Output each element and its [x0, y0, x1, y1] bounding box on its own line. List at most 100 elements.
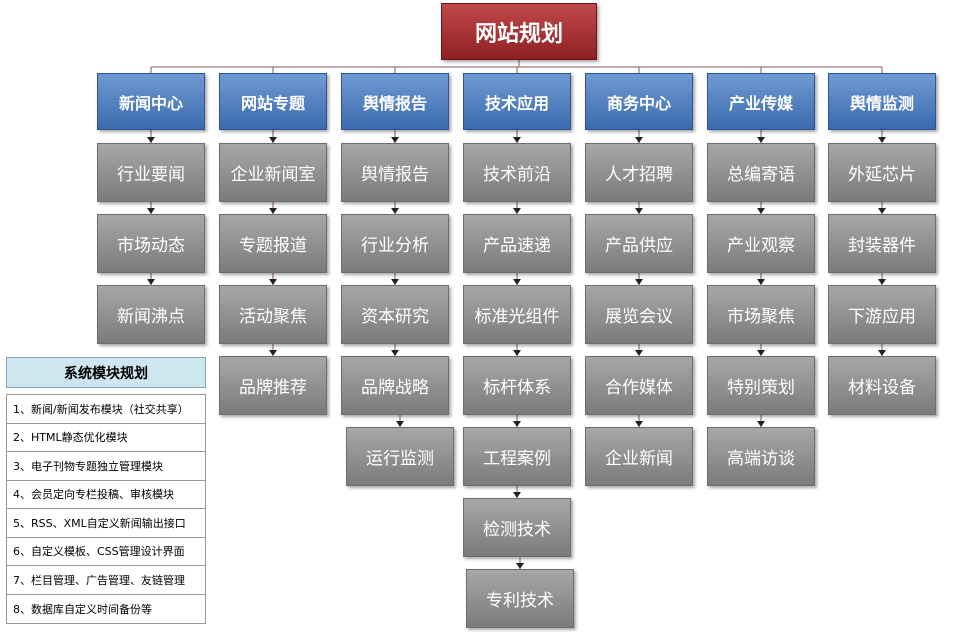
arrow-head	[757, 279, 765, 285]
legend-item: 7、栏目管理、广告管理、友链管理	[7, 566, 205, 595]
leaf-node: 专题报道	[219, 214, 327, 273]
leaf-node: 封装器件	[828, 214, 936, 273]
leaf-node: 专利技术	[466, 569, 574, 628]
leaf-label: 外延芯片	[848, 165, 916, 185]
leaf-label: 市场动态	[117, 236, 185, 256]
leaf-node: 舆情报告	[341, 143, 449, 202]
leaf-node: 材料设备	[828, 356, 936, 415]
arrow-head	[635, 208, 643, 214]
category-node: 技术应用	[463, 73, 571, 130]
leaf-node: 新闻沸点	[97, 285, 205, 344]
category-label: 技术应用	[484, 93, 549, 113]
leaf-node: 行业要闻	[97, 143, 205, 202]
category-label: 商务中心	[606, 93, 671, 113]
leaf-node: 外延芯片	[828, 143, 936, 202]
arrow-head	[878, 279, 886, 285]
module-legend: 系统模块规划 1、新闻/新闻发布模块（社交共享） 2、HTML静态优化模块 3、…	[6, 357, 206, 624]
leaf-node: 行业分析	[341, 214, 449, 273]
leaf-label: 标准光组件	[474, 307, 560, 327]
leaf-node: 特别策划	[707, 356, 815, 415]
leaf-node: 工程案例	[463, 427, 571, 486]
leaf-node: 标杆体系	[463, 356, 571, 415]
category-node: 新闻中心	[97, 73, 205, 130]
arrow-head	[391, 350, 399, 356]
leaf-label: 封装器件	[848, 236, 916, 256]
leaf-label: 专题报道	[239, 236, 307, 256]
category-node: 舆情报告	[341, 73, 449, 130]
leaf-node: 产品速递	[463, 214, 571, 273]
leaf-label: 合作媒体	[605, 378, 673, 398]
leaf-label: 高端访谈	[727, 449, 795, 469]
leaf-label: 行业要闻	[117, 165, 185, 185]
leaf-label: 总编寄语	[727, 165, 795, 185]
arrow-head	[391, 208, 399, 214]
leaf-node: 资本研究	[341, 285, 449, 344]
leaf-label: 品牌推荐	[239, 378, 307, 398]
leaf-label: 工程案例	[483, 449, 551, 469]
leaf-label: 品牌战略	[361, 378, 429, 398]
arrow-head	[513, 350, 521, 356]
leaf-label: 专利技术	[486, 591, 554, 611]
root-label: 网站规划	[474, 21, 563, 47]
arrow-head	[635, 350, 643, 356]
category-label: 网站专题	[240, 93, 305, 113]
arrow-head	[147, 137, 155, 143]
arrow-head	[516, 563, 524, 569]
category-label: 新闻中心	[118, 93, 183, 113]
leaf-node: 活动聚焦	[219, 285, 327, 344]
arrow-head	[757, 137, 765, 143]
leaf-label: 展览会议	[605, 307, 673, 327]
leaf-label: 行业分析	[361, 236, 429, 256]
arrow-head	[635, 279, 643, 285]
leaf-label: 市场聚焦	[727, 307, 795, 327]
arrow-head	[269, 350, 277, 356]
leaf-label: 资本研究	[361, 307, 429, 327]
leaf-label: 企业新闻室	[230, 165, 316, 185]
leaf-node: 企业新闻室	[219, 143, 327, 202]
leaf-label: 人才招聘	[605, 165, 673, 185]
legend-item: 8、数据库自定义时间备份等	[13, 602, 152, 616]
category-node: 商务中心	[585, 73, 693, 130]
leaf-label: 技术前沿	[483, 165, 551, 185]
legend-item: 3、电子刊物专题独立管理模块	[7, 452, 205, 481]
leaf-node: 企业新闻	[585, 427, 693, 486]
category-node: 网站专题	[219, 73, 327, 130]
arrow-head	[635, 137, 643, 143]
arrow-head	[757, 208, 765, 214]
legend-item: 2、HTML静态优化模块	[7, 424, 205, 452]
category-label: 舆情监测	[849, 93, 914, 113]
category-label: 舆情报告	[362, 93, 427, 113]
leaf-node: 总编寄语	[707, 143, 815, 202]
arrow-head	[391, 137, 399, 143]
arrow-head	[878, 208, 886, 214]
arrow-head	[269, 279, 277, 285]
leaf-node: 运行监测	[346, 427, 454, 486]
arrow-head	[757, 421, 765, 427]
root-node: 网站规划	[441, 3, 597, 60]
arrow-head	[396, 421, 404, 427]
leaf-node: 下游应用	[828, 285, 936, 344]
leaf-node: 合作媒体	[585, 356, 693, 415]
leaf-node: 检测技术	[463, 498, 571, 557]
leaf-label: 材料设备	[848, 378, 916, 398]
arrow-head	[147, 208, 155, 214]
leaf-node: 人才招聘	[585, 143, 693, 202]
arrow-head	[147, 279, 155, 285]
leaf-node: 市场聚焦	[707, 285, 815, 344]
arrow-head	[513, 492, 521, 498]
leaf-node: 品牌推荐	[219, 356, 327, 415]
arrow-head	[269, 208, 277, 214]
leaf-node: 产品供应	[585, 214, 693, 273]
category-label: 产业传媒	[728, 93, 793, 113]
legend-item: 1、新闻/新闻发布模块（社交共享）	[7, 395, 205, 424]
leaf-node: 市场动态	[97, 214, 205, 273]
leaf-node: 产业观察	[707, 214, 815, 273]
leaf-node: 展览会议	[585, 285, 693, 344]
leaf-label: 标杆体系	[483, 378, 551, 398]
leaf-label: 产业观察	[727, 236, 795, 256]
leaf-label: 企业新闻	[605, 449, 673, 469]
legend-title: 系统模块规划	[6, 357, 206, 388]
arrow-head	[757, 350, 765, 356]
arrow-head	[878, 137, 886, 143]
